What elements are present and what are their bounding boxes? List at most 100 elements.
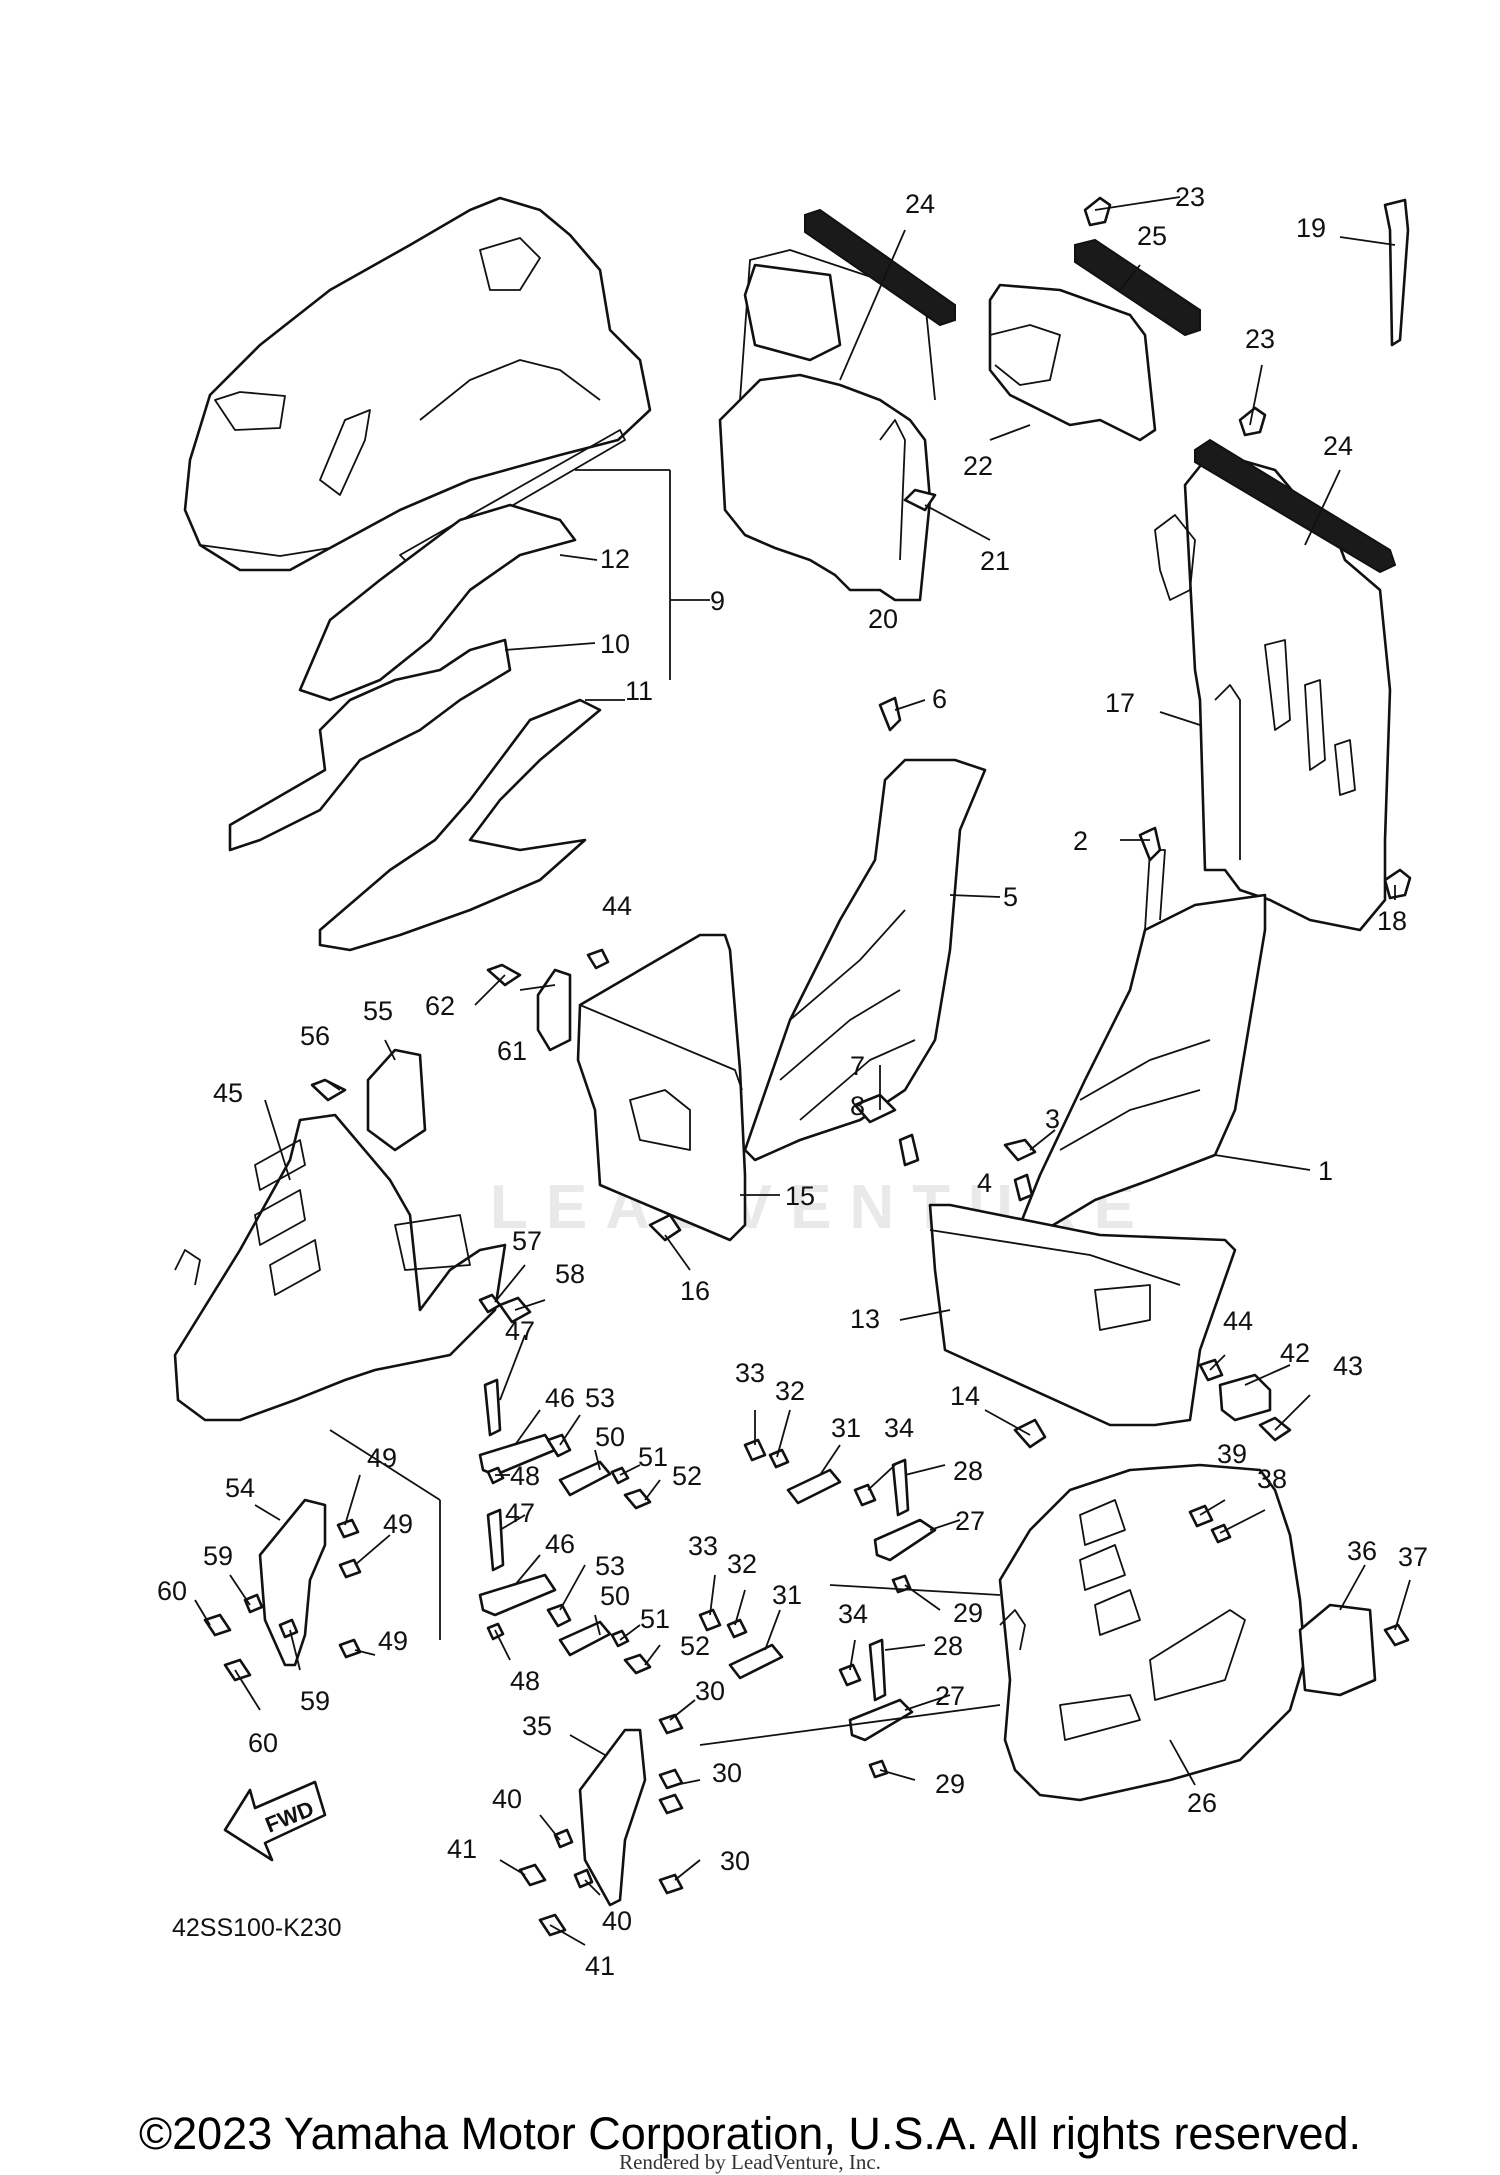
callout-53a: 53	[585, 1383, 615, 1413]
callout-48a: 48	[510, 1461, 540, 1491]
nut-part-30b	[658, 1768, 684, 1790]
step-panel-part-45	[173, 1113, 507, 1422]
callout-6: 6	[932, 684, 947, 714]
callout-24a: 24	[905, 189, 935, 219]
callout-60a: 60	[157, 1576, 187, 1606]
mat-part-11	[318, 698, 602, 952]
cover-part-9	[183, 196, 652, 572]
callout-3: 3	[1045, 1104, 1060, 1134]
callout-5: 5	[1003, 882, 1018, 912]
bracket-part-61	[536, 968, 572, 1052]
washer-part-40a	[553, 1828, 574, 1849]
callout-18: 18	[1377, 906, 1407, 936]
bolt-part-47a	[483, 1378, 502, 1437]
bolt-part-37	[1383, 1623, 1410, 1647]
clip-part-2	[1138, 826, 1162, 862]
callout-55: 55	[363, 996, 393, 1026]
bracket-part-22	[988, 283, 1157, 442]
callout-58: 58	[555, 1259, 585, 1289]
bracket-part-46b	[478, 1573, 557, 1617]
callout-48b: 48	[510, 1666, 540, 1696]
link-part-31a	[786, 1468, 842, 1505]
callout-47b: 47	[505, 1498, 535, 1528]
callout-40a: 40	[492, 1784, 522, 1814]
bolt-part-56	[310, 1078, 347, 1102]
callout-62: 62	[425, 991, 455, 1021]
callout-20: 20	[868, 604, 898, 634]
panel-part-5	[743, 758, 987, 1162]
callout-50b: 50	[600, 1581, 630, 1611]
callout-9: 9	[710, 586, 725, 616]
callout-24b: 24	[1323, 431, 1353, 461]
callout-57: 57	[512, 1226, 542, 1256]
callout-12: 12	[600, 544, 630, 574]
leader-lines	[194, 196, 1411, 1946]
bolt-part-52a	[623, 1488, 652, 1510]
link-part-31b	[728, 1643, 784, 1680]
nut-part-49c	[338, 1638, 362, 1659]
clip-part-21	[903, 488, 937, 512]
callout-26: 26	[1187, 1788, 1217, 1818]
bolt-part-33a	[743, 1438, 767, 1462]
callout-37: 37	[1398, 1542, 1428, 1572]
box-part-20	[718, 249, 936, 602]
callout-44a: 44	[602, 891, 632, 921]
callout-41a: 41	[447, 1834, 477, 1864]
washer-part-59a	[243, 1593, 264, 1614]
bolt-part-52b	[623, 1653, 652, 1675]
bolt-part-53b	[546, 1603, 572, 1628]
callout-23b: 23	[1245, 324, 1275, 354]
washer-part-32b	[726, 1618, 748, 1639]
callout-35: 35	[522, 1711, 552, 1741]
callout-43: 43	[1333, 1351, 1363, 1381]
nut-part-44a	[586, 948, 610, 970]
clip-part-18	[1383, 868, 1412, 900]
panel-part-1	[1018, 849, 1267, 1232]
bracket-part-35	[578, 1728, 647, 1907]
callout-28b: 28	[933, 1631, 963, 1661]
callout-36: 36	[1347, 1536, 1377, 1566]
callout-31b: 31	[772, 1580, 802, 1610]
bracket-part-36	[1298, 1603, 1377, 1697]
callout-16: 16	[680, 1276, 710, 1306]
callout-60b: 60	[248, 1728, 278, 1758]
callout-50a: 50	[595, 1422, 625, 1452]
callout-19: 19	[1296, 213, 1326, 243]
bolt-part-53a	[546, 1433, 572, 1458]
callout-61: 61	[497, 1036, 527, 1066]
callout-21: 21	[980, 546, 1010, 576]
callout-labels: 1 2 3 4 5 6 7 8 9 10 11 12 13 14 15 16 1…	[157, 182, 1428, 1981]
bolt-part-4	[1013, 1173, 1034, 1202]
fwd-arrow-icon: FWD	[223, 1780, 327, 1862]
callout-44b: 44	[1223, 1306, 1253, 1336]
callout-45: 45	[213, 1078, 243, 1108]
bolt-part-34b	[838, 1663, 862, 1687]
callout-59a: 59	[203, 1541, 233, 1571]
bolt-part-34a	[853, 1483, 877, 1507]
callout-15: 15	[785, 1181, 815, 1211]
callout-29b: 29	[935, 1769, 965, 1799]
nut-part-30a	[658, 1713, 684, 1735]
callout-30a: 30	[695, 1676, 725, 1706]
callout-54: 54	[225, 1473, 255, 1503]
link-part-50a	[558, 1460, 612, 1497]
callout-29a: 29	[953, 1598, 983, 1628]
mat-part-10	[228, 638, 512, 852]
bolt-part-33b	[698, 1608, 722, 1632]
callout-4: 4	[977, 1168, 992, 1198]
callout-2: 2	[1073, 826, 1088, 856]
bolt-part-8	[898, 1133, 920, 1167]
callout-10: 10	[600, 629, 630, 659]
callout-56: 56	[300, 1021, 330, 1051]
callout-27a: 27	[955, 1506, 985, 1536]
copyright-notice: ©2023 Yamaha Motor Corporation, U.S.A. A…	[138, 2108, 1362, 2159]
rendered-by-notice: Rendered by LeadVenture, Inc.	[619, 2150, 881, 2174]
washer-part-51b	[610, 1629, 630, 1648]
callout-49a: 49	[367, 1443, 397, 1473]
nut-part-30c	[658, 1793, 684, 1815]
seal-part-24a	[804, 208, 956, 327]
bolt-part-41a	[518, 1863, 547, 1887]
bracket-part-55	[366, 1048, 427, 1152]
bolt-part-28b	[868, 1638, 887, 1702]
